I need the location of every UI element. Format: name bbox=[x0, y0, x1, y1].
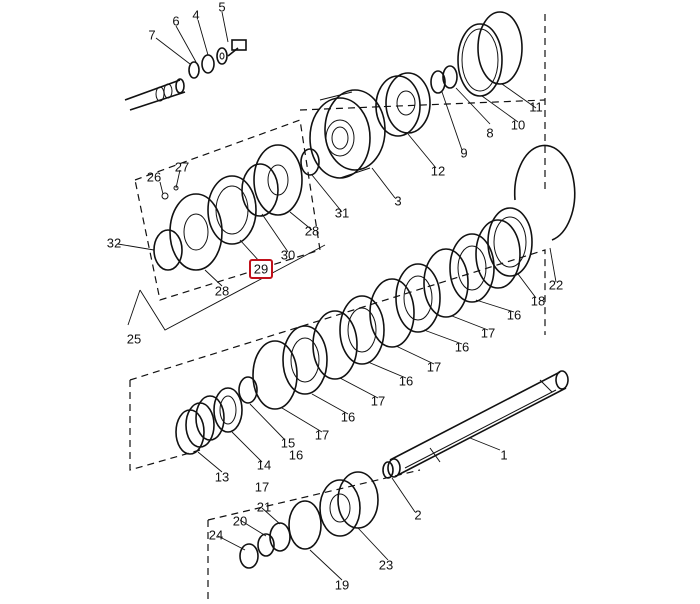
callout-17b: 17 bbox=[371, 393, 385, 408]
callout-28a: 28 bbox=[305, 223, 319, 238]
callout-16b: 16 bbox=[399, 373, 413, 388]
callout-15: 15 bbox=[281, 435, 295, 450]
callout-16a: 16 bbox=[341, 409, 355, 424]
callout-17e: 17 bbox=[255, 479, 269, 494]
input-shaft bbox=[124, 78, 186, 111]
hub bbox=[375, 72, 431, 137]
callout-29: 29 bbox=[254, 261, 268, 276]
callout-11: 11 bbox=[529, 99, 543, 114]
leader-lines bbox=[117, 11, 557, 581]
callout-18: 18 bbox=[531, 293, 545, 308]
piston-group bbox=[153, 144, 320, 271]
callout-2: 2 bbox=[414, 507, 421, 522]
callout-32: 32 bbox=[107, 235, 121, 250]
callout-3: 3 bbox=[394, 193, 401, 208]
callout-6: 6 bbox=[172, 13, 179, 28]
callout-1: 1 bbox=[500, 447, 507, 462]
callout-30: 30 bbox=[281, 247, 295, 262]
callouts: 1 2 3 4 5 6 7 8 9 10 11 12 13 14 15 16 1… bbox=[107, 0, 563, 592]
callout-16c: 16 bbox=[455, 339, 469, 354]
callout-10: 10 bbox=[511, 117, 525, 132]
callout-9: 9 bbox=[460, 145, 467, 160]
rings-upper-right bbox=[430, 11, 523, 97]
clutch-pack bbox=[252, 144, 576, 410]
callout-20: 20 bbox=[233, 513, 247, 528]
group-outlines bbox=[127, 14, 546, 600]
callout-23: 23 bbox=[379, 557, 393, 572]
callout-12: 12 bbox=[431, 163, 445, 178]
callout-28b: 28 bbox=[215, 283, 229, 298]
callout-7: 7 bbox=[148, 27, 155, 42]
main-shaft bbox=[387, 370, 569, 478]
callout-16d: 16 bbox=[507, 307, 521, 322]
callout-4: 4 bbox=[192, 7, 199, 22]
callout-25: 25 bbox=[127, 331, 141, 346]
lower-group bbox=[239, 461, 394, 569]
callout-31: 31 bbox=[335, 205, 349, 220]
callout-17c: 17 bbox=[427, 359, 441, 374]
clutch-drum bbox=[309, 89, 386, 179]
spring-group bbox=[175, 376, 258, 455]
callout-8: 8 bbox=[486, 125, 493, 140]
callout-16e: 16 bbox=[289, 447, 303, 462]
callout-17a: 17 bbox=[315, 427, 329, 442]
callout-29-highlight bbox=[249, 259, 273, 279]
callout-24: 24 bbox=[209, 527, 223, 542]
small-rings-top bbox=[188, 39, 247, 79]
callout-14: 14 bbox=[257, 457, 271, 472]
callout-27: 27 bbox=[175, 159, 189, 174]
callout-26: 26 bbox=[147, 169, 161, 184]
callout-5: 5 bbox=[218, 0, 225, 14]
callout-17d: 17 bbox=[481, 325, 495, 340]
callout-21: 21 bbox=[257, 499, 271, 514]
callout-22: 22 bbox=[549, 277, 563, 292]
callout-13: 13 bbox=[215, 469, 229, 484]
callout-19: 19 bbox=[335, 577, 349, 592]
